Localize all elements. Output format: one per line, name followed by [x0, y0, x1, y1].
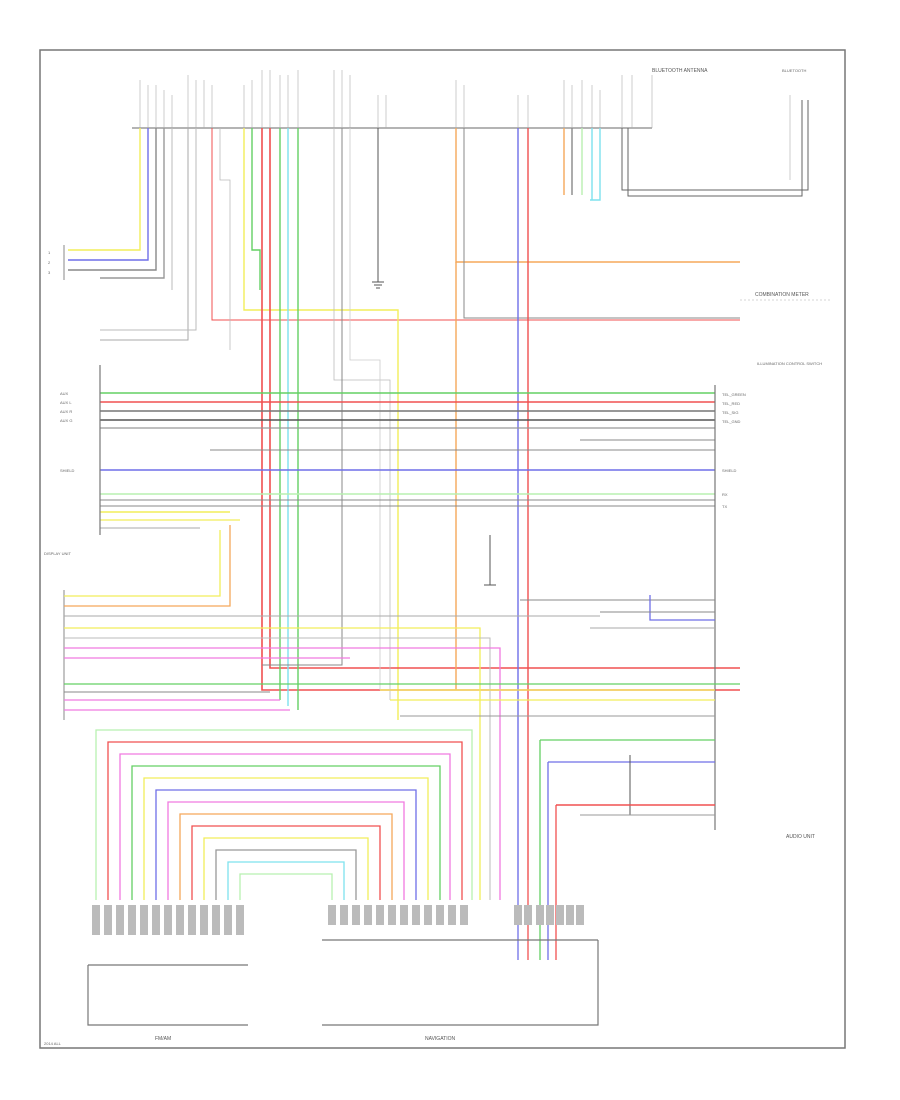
svg-text:3: 3 [48, 270, 51, 275]
horizontal-bus [100, 392, 715, 529]
vertical-wires [68, 128, 740, 880]
svg-text:AUX: AUX [60, 391, 69, 396]
svg-text:RX: RX [722, 492, 728, 497]
bottom-connectors: FM/AM NAVIGATION [87, 939, 599, 1042]
audio-connector-left: AUX AUX L AUX R AUX G SHIELD [60, 365, 101, 535]
antenna-right-label: BLUETOOTH [782, 68, 806, 73]
footer-code: 2014 ALL [44, 1041, 62, 1046]
svg-text:TX: TX [722, 504, 727, 509]
bluetooth-antenna-connector: BLUETOOTH ANTENNA BLUETOOTH [621, 68, 809, 197]
svg-text:AUX L: AUX L [60, 400, 72, 405]
svg-text:TEL_GREEN: TEL_GREEN [722, 392, 746, 397]
audio-unit-label: AUDIO UNIT [786, 834, 815, 840]
combination-meter-label: COMBINATION METER [755, 292, 809, 298]
illumination-switch-label: ILLUMINATION CONTROL SWITCH [757, 361, 822, 366]
diagram-frame [39, 49, 846, 1049]
ground-symbol-center [372, 270, 384, 289]
left-connector-top: 1 2 3 [48, 245, 65, 280]
display-unit-label: DISPLAY UNIT [44, 551, 72, 556]
svg-text:TEL_GND: TEL_GND [722, 419, 741, 424]
svg-text:AUX R: AUX R [60, 409, 72, 414]
ground-symbol-mid [484, 535, 496, 586]
svg-text:SHIELD: SHIELD [60, 468, 75, 473]
fm-am-tuner-label: FM/AM [155, 1036, 171, 1042]
audio-unit-connector-right: TEL_GREEN TEL_RED TEL_SIG TEL_GND SHIELD… [714, 385, 746, 830]
navigation-unit-label: NAVIGATION [425, 1036, 455, 1042]
top-connector [132, 70, 652, 129]
svg-text:1: 1 [48, 250, 51, 255]
right-lower-wires [380, 595, 715, 816]
svg-text:2: 2 [48, 260, 51, 265]
bottom-fanout [95, 729, 557, 960]
antenna-feeder-label: BLUETOOTH ANTENNA [652, 68, 708, 74]
fuse-markers [92, 905, 584, 935]
svg-text:SHIELD: SHIELD [722, 468, 737, 473]
svg-text:AUX G: AUX G [60, 418, 72, 423]
display-wires [64, 525, 740, 900]
svg-text:TEL_SIG: TEL_SIG [722, 410, 738, 415]
svg-text:TEL_RED: TEL_RED [722, 401, 740, 406]
display-unit-connector: DISPLAY UNIT [44, 551, 72, 720]
